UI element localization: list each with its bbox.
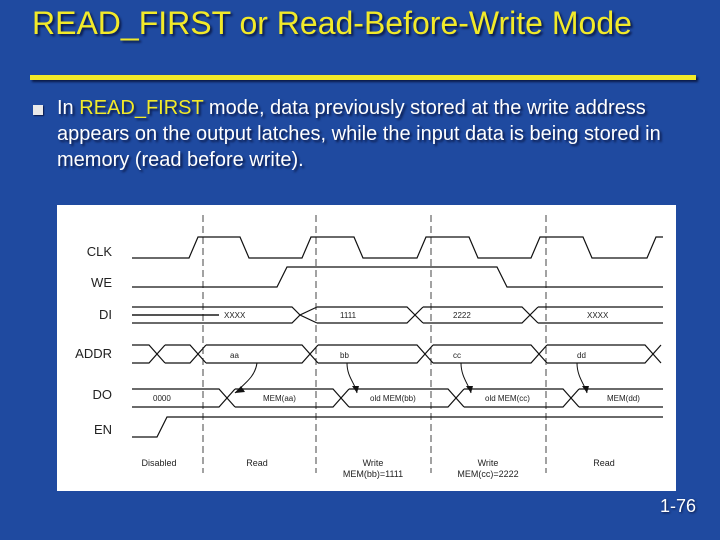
bullet-highlight: READ_FIRST	[79, 97, 204, 119]
bullet-text: In READ_FIRST mode, data previously stor…	[57, 95, 697, 173]
signal-name-we: WE	[91, 275, 112, 290]
signal-name-do: DO	[93, 387, 113, 402]
addr-value-1: aa	[230, 351, 239, 360]
phase-label-4: Write	[478, 458, 499, 468]
page-number: 1-76	[659, 496, 696, 516]
signal-name-clk: CLK	[87, 244, 113, 259]
bullet-prefix: In	[57, 97, 80, 119]
signal-name-en: EN	[94, 422, 112, 437]
phase-sub-4: MEM(cc)=2222	[457, 469, 518, 479]
signal-name-di: DI	[99, 307, 112, 322]
di-value-3: 2222	[453, 311, 471, 320]
phase-label-2: Read	[246, 458, 268, 468]
phase-label-5: Read	[593, 458, 615, 468]
di-value-2: 1111	[340, 311, 357, 320]
do-value-1: MEM(aa)	[263, 394, 296, 403]
di-value-4: XXXX	[587, 311, 609, 320]
phase-label-3: Write	[363, 458, 384, 468]
addr-value-2: bb	[340, 351, 349, 360]
do-value-initial: 0000	[153, 394, 171, 403]
addr-value-4: dd	[577, 351, 586, 360]
slide-title: READ_FIRST or Read-Before-Write Mode	[32, 5, 632, 41]
we-waveform	[132, 266, 663, 288]
do-waveform	[132, 388, 663, 408]
arrowhead-aa	[235, 386, 245, 393]
phase-label-1: Disabled	[141, 458, 176, 468]
di-value-1: XXXX	[224, 311, 246, 320]
title-underline	[30, 75, 696, 80]
bullet-square-icon	[33, 105, 43, 115]
timing-diagram: CLK WE DI ADDR DO EN	[57, 205, 676, 491]
timing-diagram-svg: CLK WE DI ADDR DO EN	[75, 215, 663, 479]
arrowhead-cc	[466, 386, 473, 393]
addr-waveform	[132, 344, 662, 364]
clock-edge-guides	[202, 215, 547, 473]
do-value-3: old MEM(cc)	[485, 394, 530, 403]
di-waveform	[132, 306, 663, 324]
do-value-2: old MEM(bb)	[370, 394, 416, 403]
signal-name-addr: ADDR	[75, 346, 112, 361]
arrowhead-dd	[582, 386, 589, 393]
do-value-4: MEM(dd)	[607, 394, 640, 403]
phase-sub-3: MEM(bb)=1111	[343, 469, 403, 479]
arrowhead-bb	[352, 386, 359, 393]
addr-value-3: cc	[453, 351, 461, 360]
en-waveform	[132, 416, 663, 438]
bullet-body: mode, data previously stored at the writ…	[57, 97, 661, 171]
clk-waveform	[132, 236, 663, 259]
